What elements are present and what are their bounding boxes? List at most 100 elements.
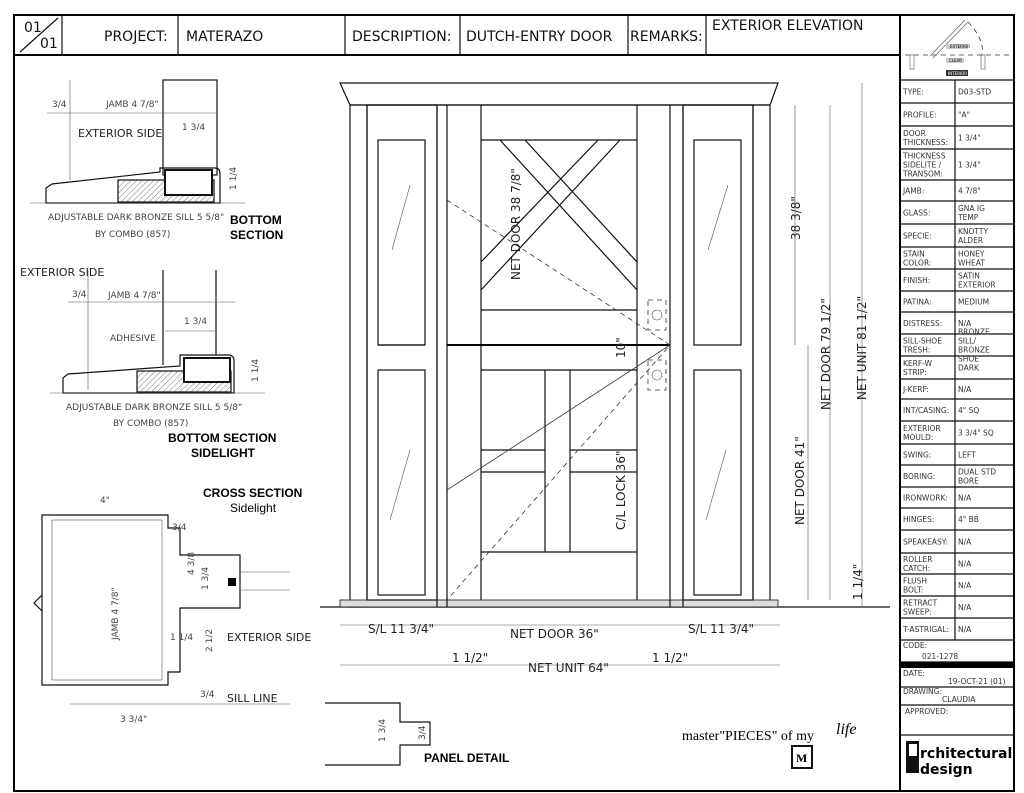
cl-lock-dim: C/L LOCK 36": [614, 451, 628, 530]
svg-text:1 3/4: 1 3/4: [378, 719, 388, 742]
spec-value: N/A: [958, 385, 972, 394]
gap-left-dim: 1 1/2": [452, 651, 488, 665]
spec-value: 1 3/4": [958, 161, 981, 170]
spec-value: N/A: [958, 494, 972, 503]
spec-label: GLASS:: [903, 209, 930, 218]
spec-label: SWING:: [903, 451, 931, 460]
spec-value: MEDIUM: [958, 298, 989, 307]
net-door-width-dim: NET DOOR 36": [510, 627, 599, 641]
date-label: DATE:: [903, 669, 925, 678]
upper-right-dim: 38 3/8": [789, 196, 803, 240]
description-label: DESCRIPTION:: [352, 29, 451, 45]
project-label: PROJECT:: [104, 29, 168, 45]
spec-row: SWING:LEFT: [900, 444, 1014, 466]
sheet-number: 01: [24, 20, 42, 36]
sill-line-label: SILL LINE: [227, 692, 278, 705]
height-dim: 1 1/4: [251, 359, 261, 382]
svg-text:design: design: [920, 762, 973, 778]
spec-row: SPEAKEASY:N/A: [900, 530, 1014, 554]
remarks-label: REMARKS:: [630, 29, 703, 45]
keyplan-clear: CLEAR: [949, 58, 962, 63]
net-door-height-dim: NET DOOR 79 1/2": [819, 298, 833, 410]
spec-label: SPECIE:: [903, 232, 932, 241]
spec-value: N/A: [958, 603, 972, 612]
dutch-door: [446, 105, 671, 601]
sl-right-dim: S/L 11 3/4": [688, 622, 754, 636]
spec-label: DISTRESS:: [903, 319, 942, 328]
spec-label: BORING:: [903, 472, 935, 481]
spec-row: HINGES:4" BB: [900, 508, 1014, 531]
panel-detail: 1 3/4 3/4 PANEL DETAIL: [325, 702, 509, 766]
d2-dim: 1 3/4: [201, 567, 211, 590]
spec-label: PROFILE:: [903, 111, 937, 120]
ten-inch-dim: 10": [614, 337, 628, 358]
thickness-dim: 1 3/4: [182, 123, 205, 133]
sl-left-dim: S/L 11 3/4": [368, 622, 434, 636]
deadbolt-icon: [647, 299, 667, 331]
combo-label: BY COMBO (857): [113, 419, 188, 429]
architectural-design-logo: rchitectural design: [906, 741, 1012, 778]
spec-label: PATINA:: [903, 298, 932, 307]
sidelight-bottom-section-detail: EXTERIOR SIDE 3/4 JAMB 4 7/8" 1 3/4 ADHE…: [20, 266, 276, 460]
spec-row: TYPE:D03-STD: [900, 80, 1014, 104]
bottom-section-title: BOTTOM: [230, 213, 282, 227]
d3-dim: 1 1/4: [170, 633, 193, 643]
approved-label: APPROVED:: [905, 707, 948, 716]
svg-text:master"PIECES" of my: master"PIECES" of my: [682, 729, 814, 744]
remarks-value: EXTERIOR ELEVATION: [712, 18, 863, 34]
cross-section-detail: CROSS SECTION Sidelight 4" 3/4 JAMB 4 7/…: [33, 486, 311, 725]
spec-label: FINISH:: [903, 276, 930, 285]
sidelight-section-title-2: SIDELIGHT: [191, 446, 256, 460]
jamb-dim: JAMB 4 7/8": [105, 100, 159, 110]
reveal-dim: 3/4: [172, 523, 187, 533]
title-block: CODE: 021-1278 DATE: 19-OCT-21 (01) DRAW…: [900, 641, 1014, 778]
cross-section-title: CROSS SECTION: [203, 486, 302, 500]
reveal-dim: 3/4: [52, 100, 67, 110]
spec-value: 4" BB: [958, 515, 979, 524]
d4-dim: 2 1/2: [205, 629, 215, 652]
sill-reveal-dim: 3/4: [200, 690, 215, 700]
spec-label: JAMB:: [902, 187, 924, 196]
spec-label: T-ASTRIGAL:: [902, 625, 949, 634]
spec-value: 1 3/4": [958, 134, 981, 143]
keyplan-exterior: EXTERIOR: [950, 44, 970, 49]
door-elevation: NET DOOR 38 7/8" 10" C/L LOCK 36" 38 3/8…: [320, 82, 890, 675]
sill-label: ADJUSTABLE DARK BRONZE SILL 5 5/8": [48, 213, 224, 223]
key-plan: EXTERIOR CLEAR INTERIOR: [900, 19, 1014, 81]
panel-detail-title: PANEL DETAIL: [424, 751, 509, 765]
spec-value: 4" SQ: [958, 406, 979, 415]
drawing-label: DRAWING:: [903, 687, 942, 696]
spec-label: INT/CASING:: [903, 406, 949, 415]
title-header: 01 01 PROJECT: MATERAZO DESCRIPTION: DUT…: [24, 18, 863, 52]
reveal-dim: 3/4: [72, 290, 87, 300]
spec-row: DISTRESS:N/A: [900, 312, 1014, 335]
keyplan-interior: INTERIOR: [948, 71, 967, 76]
net-door-upper-dim: NET DOOR 38 7/8": [509, 168, 523, 280]
spec-value: N/A: [958, 625, 972, 634]
spec-value: "A": [958, 111, 970, 120]
spec-label: IRONWORK:: [903, 494, 948, 503]
svg-text:rchitectural: rchitectural: [920, 746, 1012, 762]
